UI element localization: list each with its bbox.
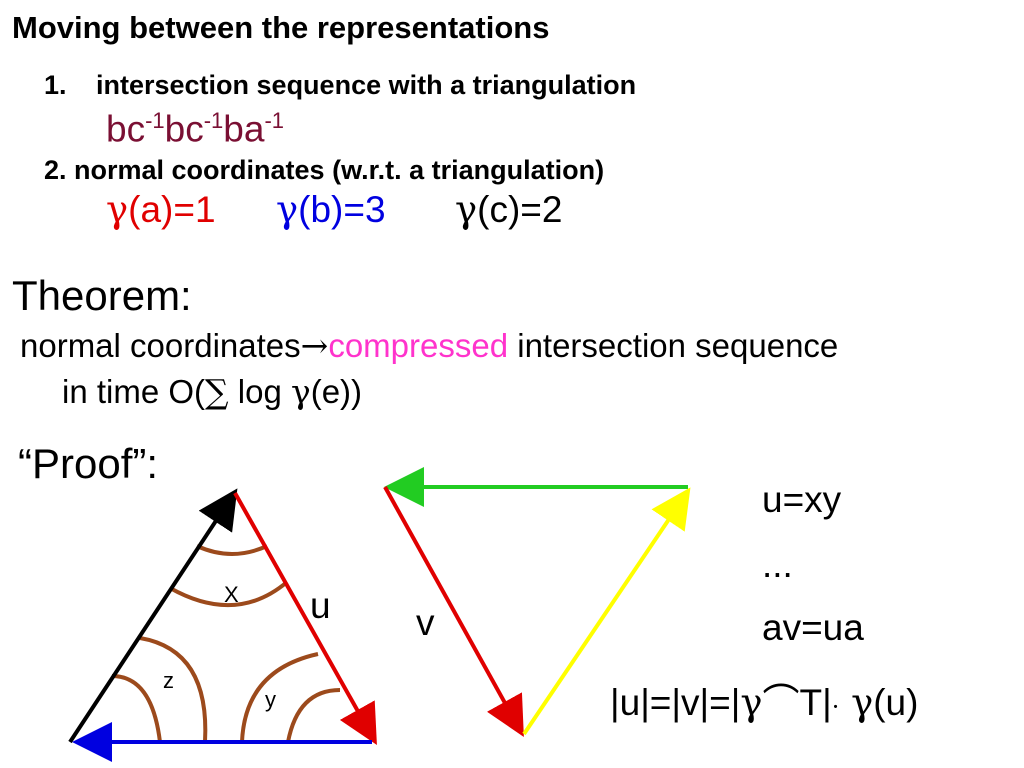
label-z: z [163,668,174,693]
seq-base-2: bc [164,108,204,150]
arc-bottom-right-2 [286,688,341,743]
label-v: v [416,602,435,643]
length-pre: |u|=|v|=| [610,682,740,723]
seq-exp-1: -1 [145,108,165,133]
arc-top-2 [169,580,289,607]
item-2: 2. normal coordinates (w.r.t. a triangul… [44,155,605,185]
seq-exp-3: -1 [264,108,284,133]
item-1-number: 1. [44,70,67,100]
equation-2: ... [762,544,793,585]
theorem-heading: Theorem: [12,272,192,319]
gamma-symbol: γ [290,372,311,411]
theorem-time-pre: in time O( [62,373,206,410]
edge-v-arrow [383,486,524,737]
slide-title: Moving between the representations [12,10,550,45]
gamma-a-value: (a)=1 [128,189,216,230]
left-edge-arrow [68,488,238,744]
arc-bottom-right-1 [240,652,319,743]
seq-base-1: bc [106,108,146,150]
gamma-symbol: γ [740,681,762,724]
gamma-symbol: γ [276,188,299,231]
gamma-b-value: (b)=3 [298,189,386,230]
normal-arcs [111,544,341,743]
cap-icon: ⌒ [762,681,799,724]
arc-top-1 [196,544,268,556]
gamma-symbol: γ [839,681,873,724]
length-end: (u) [873,682,918,723]
seq-base-3: ba [223,108,265,150]
gamma-symbol: γ [455,188,478,231]
theorem-highlight: compressed [328,327,509,364]
theorem-time-post: (e)) [310,373,363,410]
gamma-symbol: γ [106,188,129,231]
seq-exp-2: -1 [203,108,224,133]
gamma-c-value: (c)=2 [477,189,563,230]
equation-1: u=xy [762,479,842,520]
label-x: X [224,582,239,607]
edge-u-arrow [233,492,377,745]
equation-3: av=ua [762,607,864,648]
length-equation: |u|=|v|=|γ⌒T|· γ(u) [610,681,918,724]
arc-bottom-left-2 [111,674,162,743]
theorem-pre: normal coordinates [20,327,301,364]
label-u: u [310,585,331,626]
theorem-post: intersection sequence [508,327,839,364]
length-post: T| [799,682,831,723]
intersection-sequence: bc-1bc-1ba-1 [106,108,284,150]
right-edge-arrow [522,487,691,736]
gamma-a: γ(a)=1 [106,188,216,231]
theorem-log: log [228,373,291,410]
gamma-c: γ(c)=2 [455,188,562,231]
item-1-text: intersection sequence with a triangulati… [96,70,637,100]
proof-heading: “Proof”: [18,440,159,487]
label-y: y [265,687,276,712]
gamma-b: γ(b)=3 [276,188,386,231]
theorem-line-1: normal coordinates→compressed intersecti… [20,326,838,365]
item-1: 1. intersection sequence with a triangula… [44,70,636,101]
sigma-symbol: ∑ [205,372,229,411]
dot-symbol: · [832,693,840,721]
arc-bottom-left-1 [139,636,208,743]
theorem-line-2: in time O(∑ log γ(e)) [62,372,362,411]
arrow-icon: → [300,326,329,365]
